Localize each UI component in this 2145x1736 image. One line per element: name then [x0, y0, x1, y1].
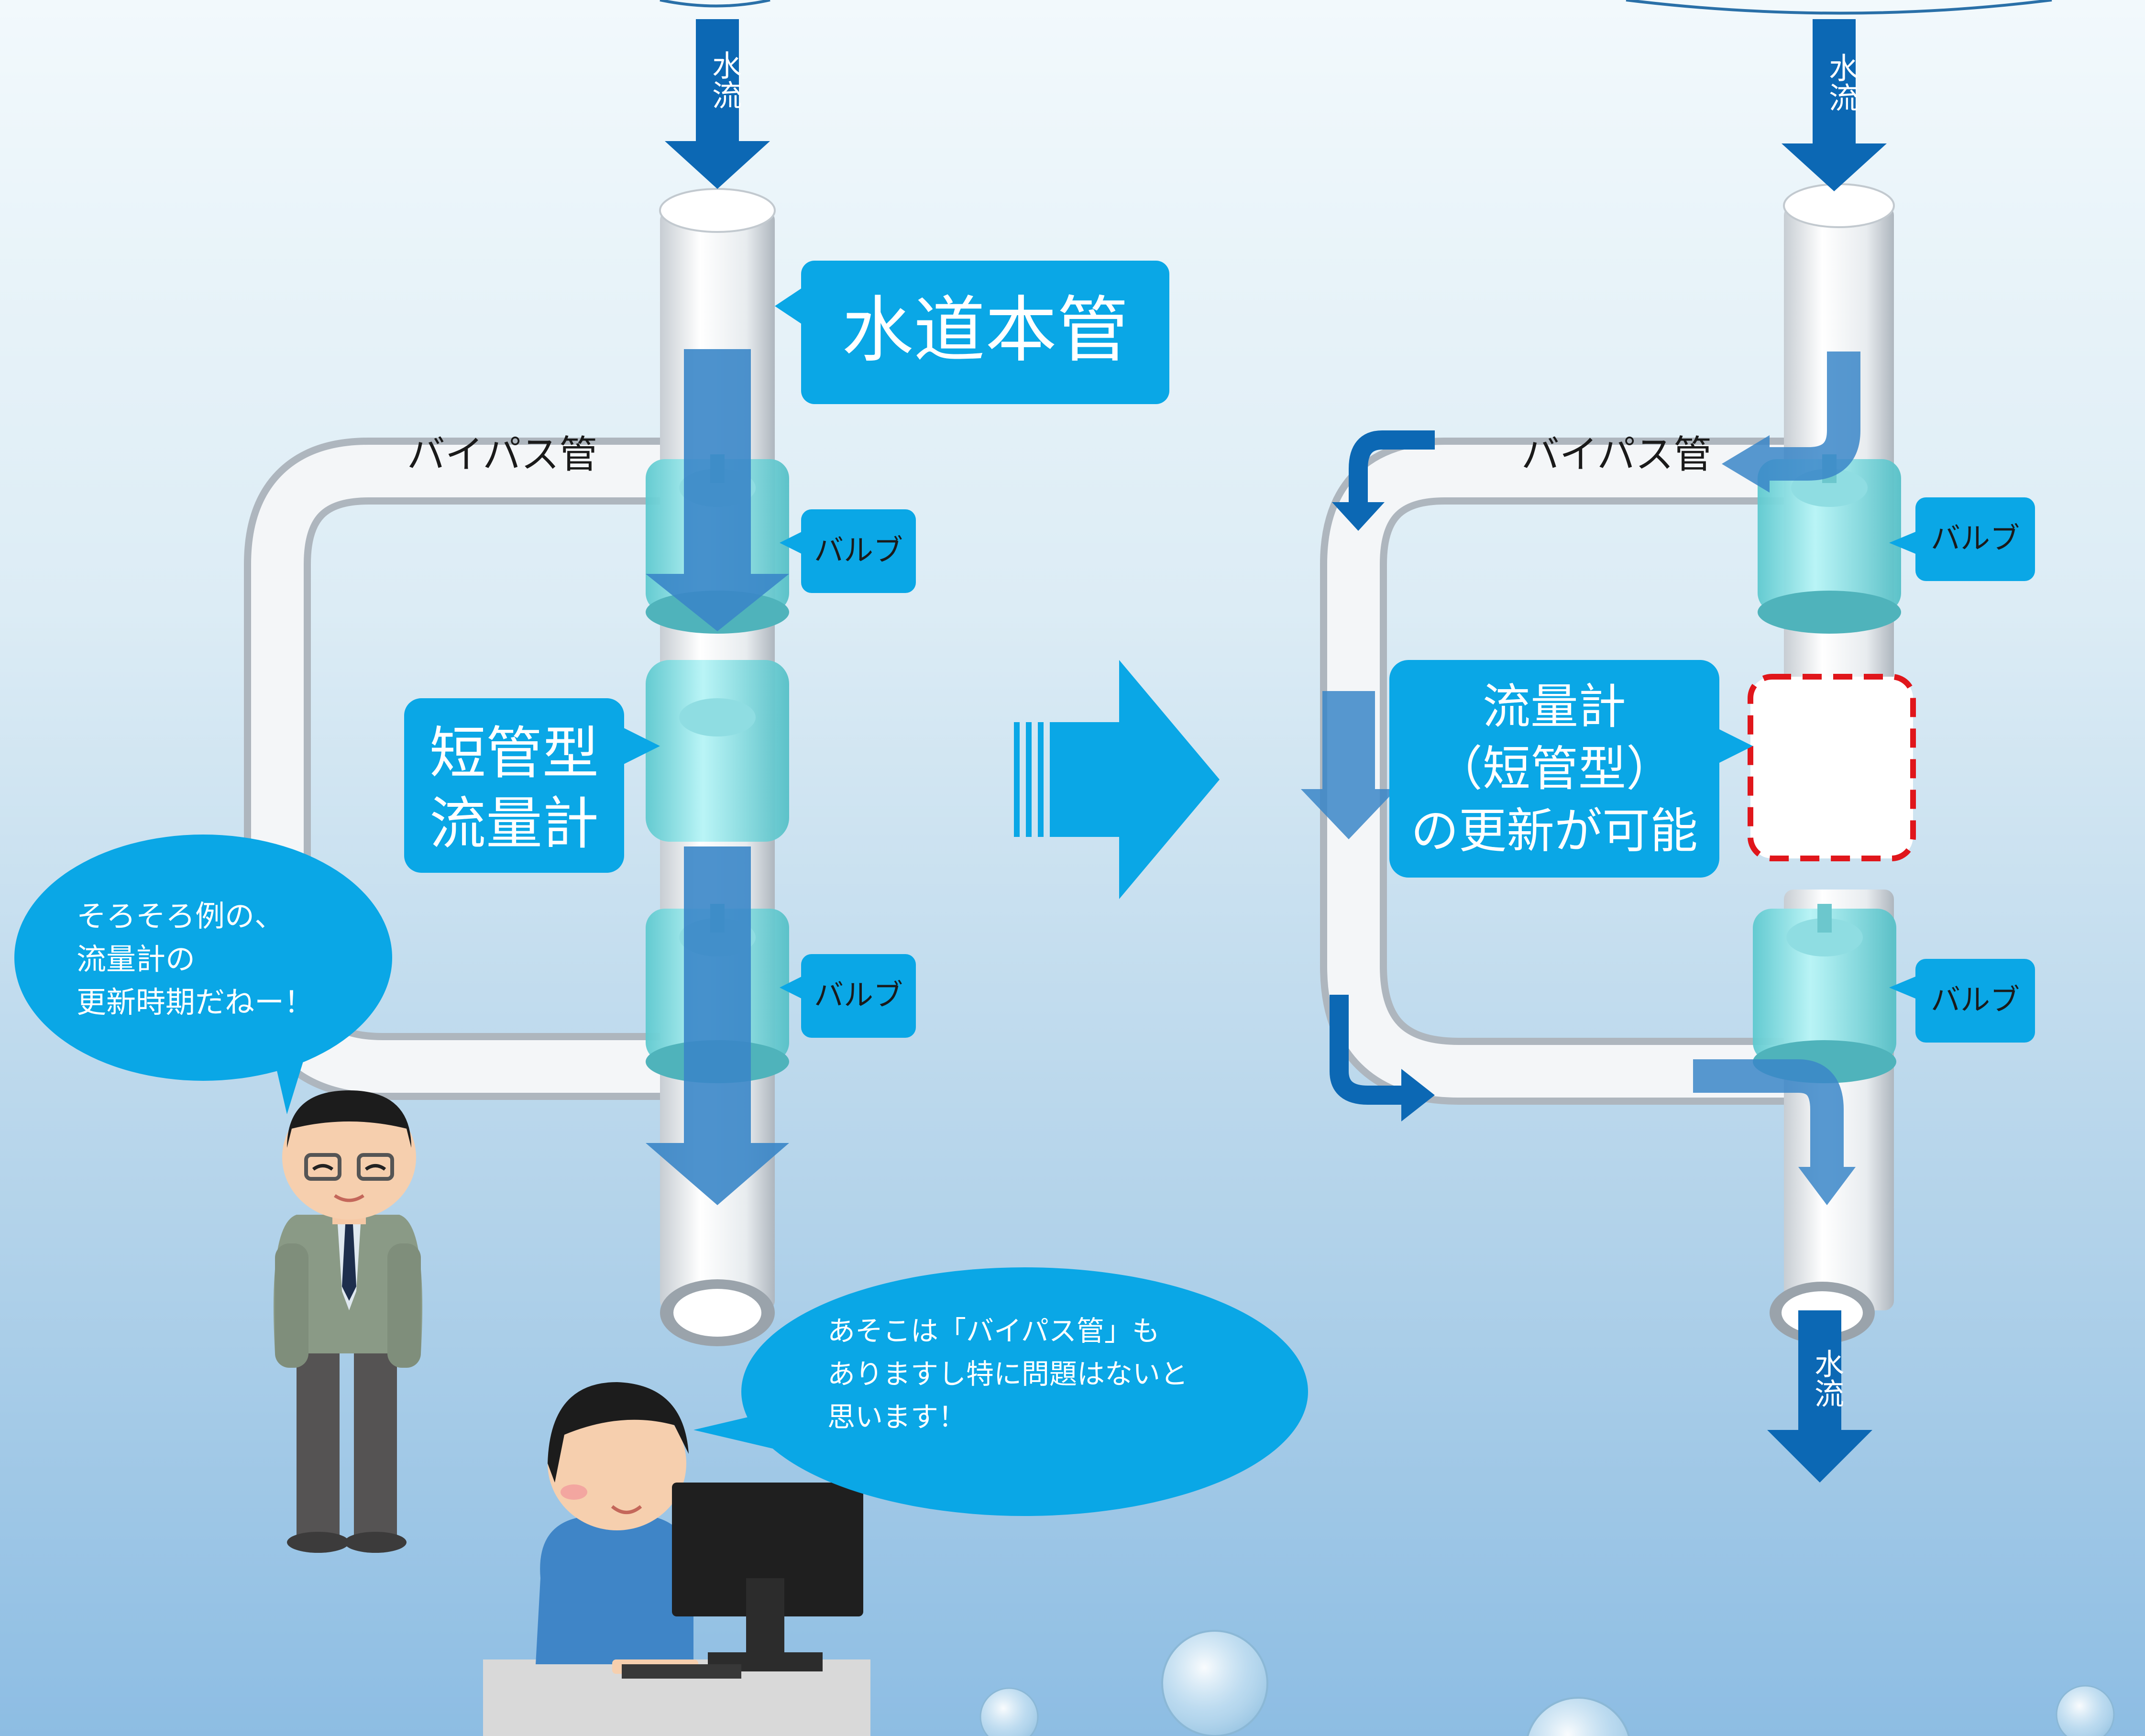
callout-valve-upper-right: バルブ: [1915, 497, 2035, 581]
bypass-arrow-bottom: [1401, 1069, 1435, 1121]
removed-flowmeter-box: [1748, 674, 1916, 861]
callout-valve-lower-left: バルブ: [801, 954, 916, 1038]
valve-upper-label-right: バルブ: [1930, 521, 2020, 556]
water-flow-arrow-left: [665, 19, 770, 189]
bypass-label-right: バイパス管: [1521, 432, 1712, 477]
water-bubble: [979, 1687, 1039, 1736]
water-flow-arrow-right-bottom: [1767, 1310, 1872, 1483]
speech-standing-line3: 更新時期だねー！: [77, 985, 314, 1020]
update-label-line2: （短管型）: [1435, 741, 1674, 797]
bypass-arrow-middle: [1301, 691, 1397, 839]
bypass-arrow-top: [1332, 502, 1385, 531]
water-bubble: [1527, 1697, 1630, 1736]
water-bubble: [2056, 1685, 2115, 1736]
source-tank-outline-right: [1626, 0, 2052, 15]
flow-arrow-right-rejoin: [1798, 1167, 1856, 1205]
callout-valve-lower-right: バルブ: [1915, 959, 2035, 1043]
flowmeter-label-line2: 流量計: [429, 791, 599, 857]
valve-lower-label-right: バルブ: [1930, 982, 2020, 1017]
main-pipe-label: 水道本管: [841, 289, 1129, 372]
callout-main-pipe: 水道本管: [801, 261, 1169, 404]
speech-desk-line3: 思います！: [827, 1401, 967, 1433]
callout-update-possible: 流量計 （短管型） の更新が可能: [1389, 660, 1719, 878]
speech-standing-line1: そろそろ例の、: [77, 899, 285, 934]
transition-arrow: [1014, 660, 1220, 899]
water-bubble: [1161, 1630, 1268, 1736]
update-label-line1: 流量計: [1483, 679, 1626, 735]
callout-valve-upper-left: バルブ: [801, 509, 916, 593]
flowmeter-label-line1: 短管型: [429, 720, 599, 786]
flow-arrow-left-upper: [646, 349, 789, 631]
speech-desk-line1: あそこは「バイパス管」も: [827, 1315, 1160, 1347]
valve-lower-label-left: バルブ: [814, 978, 903, 1012]
computer-monitor: [672, 1483, 863, 1616]
valve-upper-label-left: バルブ: [814, 533, 903, 568]
flowmeter-left: [646, 660, 789, 842]
flow-arrow-left-lower: [646, 846, 789, 1205]
desk-worker-illustration: [483, 1382, 870, 1736]
standing-worker-illustration: [274, 1090, 422, 1553]
source-tank-outline-left: [660, 0, 770, 8]
speech-bubble-standing: そろそろ例の、 流量計の 更新時期だねー！: [14, 835, 392, 1081]
speech-bubble-desk: あそこは「バイパス管」も ありますし特に問題はないと 思います！: [741, 1267, 1308, 1516]
valve-upper-right: [1758, 454, 1901, 634]
speech-desk-line2: ありますし特に問題はないと: [827, 1358, 1188, 1390]
water-flow-label-left-top: 水流: [707, 50, 742, 110]
valve-lower-right: [1753, 904, 1896, 1083]
water-flow-arrow-right-top: [1782, 19, 1887, 191]
bypass-label-left: バイパス管: [407, 432, 598, 477]
speech-standing-line2: 流量計の: [77, 942, 196, 977]
water-flow-label-right-bottom: 水流: [1809, 1349, 1844, 1408]
update-label-line3: の更新が可能: [1411, 803, 1698, 859]
callout-flowmeter: 短管型 流量計: [404, 698, 624, 873]
water-flow-label-right-top: 水流: [1824, 53, 1859, 112]
callout-tail-main-pipe: [775, 287, 803, 325]
flow-arrow-right-diverted: [1722, 435, 1770, 493]
